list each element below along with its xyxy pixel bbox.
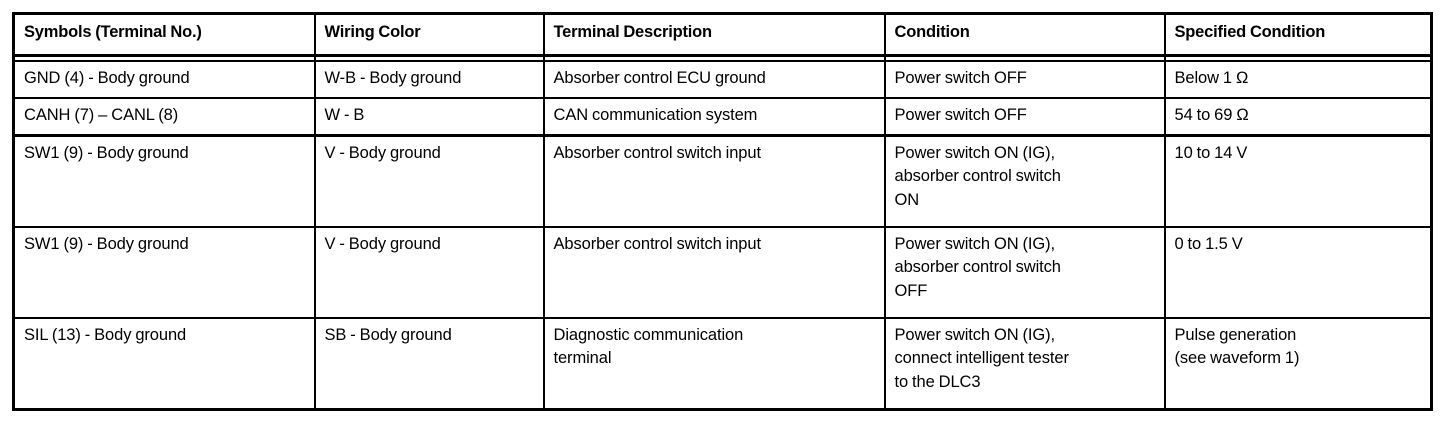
column-header-terminal-description: Terminal Description [542, 12, 886, 57]
cell-symbols: SW1 (9) - Body ground [12, 134, 316, 228]
cell-text: CANH (7) – CANL (8) [24, 106, 179, 124]
cell-text: V - Body ground [324, 144, 441, 162]
cell-specified: 10 to 14 V [1163, 134, 1433, 228]
column-header-symbols: Symbols (Terminal No.) [12, 12, 316, 57]
cell-wiring: SB - Body ground [313, 317, 545, 411]
cell-text: SW1 (9) - Body ground [24, 235, 189, 253]
cell-terminal: Absorber control ECU ground [542, 60, 886, 99]
column-header-wiring-color: Wiring Color [313, 12, 545, 57]
cell-specified: 54 to 69 Ω [1163, 97, 1433, 137]
cell-text: Below 1 Ω [1174, 69, 1249, 87]
cell-text: Power switch ON (IG), absorber control s… [894, 144, 1061, 209]
table-header-row: Symbols (Terminal No.) Wiring Color Term… [12, 12, 1433, 57]
cell-terminal: CAN communication system [542, 97, 886, 137]
cell-wiring: V - Body ground [313, 134, 545, 228]
table-header: Symbols (Terminal No.) Wiring Color Term… [12, 12, 1433, 57]
column-header-condition: Condition [883, 12, 1166, 57]
cell-condition: Power switch OFF [883, 60, 1166, 99]
cell-terminal: Absorber control switch input [542, 134, 886, 228]
cell-specified: 0 to 1.5 V [1163, 226, 1433, 319]
cell-text: SB - Body ground [324, 326, 452, 344]
cell-text: Power switch OFF [894, 69, 1027, 87]
cell-terminal: Diagnostic communication terminal [542, 317, 886, 411]
table-row: GND (4) - Body ground W-B - Body ground … [12, 60, 1433, 99]
cell-text: V - Body ground [324, 235, 441, 253]
cell-wiring: W-B - Body ground [313, 60, 545, 99]
cell-text: GND (4) - Body ground [24, 69, 190, 87]
cell-text: 54 to 69 Ω [1174, 106, 1249, 124]
column-header-specified-condition: Specified Condition [1163, 12, 1433, 57]
cell-condition: Power switch OFF [883, 97, 1166, 137]
cell-symbols: GND (4) - Body ground [12, 60, 316, 99]
cell-text: 0 to 1.5 V [1174, 235, 1243, 253]
cell-text: Absorber control switch input [553, 144, 762, 162]
cell-symbols: SW1 (9) - Body ground [12, 226, 316, 319]
cell-text: W-B - Body ground [324, 69, 462, 87]
cell-text: 10 to 14 V [1174, 144, 1248, 162]
cell-condition: Power switch ON (IG), absorber control s… [883, 226, 1166, 319]
table-row: SIL (13) - Body ground SB - Body ground … [12, 317, 1433, 411]
cell-wiring: V - Body ground [313, 226, 545, 319]
table-row: SW1 (9) - Body ground V - Body ground Ab… [12, 134, 1433, 228]
cell-condition: Power switch ON (IG), absorber control s… [883, 134, 1166, 228]
cell-specified: Pulse generation (see waveform 1) [1163, 317, 1433, 411]
cell-text: Pulse generation (see waveform 1) [1174, 326, 1300, 368]
table-row: SW1 (9) - Body ground V - Body ground Ab… [12, 226, 1433, 319]
cell-text: SW1 (9) - Body ground [24, 144, 189, 162]
cell-wiring: W - B [313, 97, 545, 137]
cell-text: CAN communication system [553, 106, 758, 124]
cell-symbols: SIL (13) - Body ground [12, 317, 316, 411]
cell-text: Absorber control ECU ground [553, 69, 766, 87]
cell-text: Absorber control switch input [553, 235, 762, 253]
cell-symbols: CANH (7) – CANL (8) [12, 97, 316, 137]
cell-text: Power switch ON (IG), connect intelligen… [894, 326, 1069, 391]
terminal-specification-table: Symbols (Terminal No.) Wiring Color Term… [12, 12, 1433, 411]
cell-specified: Below 1 Ω [1163, 60, 1433, 99]
cell-text: W - B [324, 106, 365, 124]
cell-terminal: Absorber control switch input [542, 226, 886, 319]
cell-condition: Power switch ON (IG), connect intelligen… [883, 317, 1166, 411]
cell-text: Diagnostic communication terminal [553, 326, 744, 368]
cell-text: Power switch OFF [894, 106, 1027, 124]
cell-text: SIL (13) - Body ground [24, 326, 187, 344]
cell-text: Power switch ON (IG), absorber control s… [894, 235, 1061, 300]
table-body: GND (4) - Body ground W-B - Body ground … [12, 55, 1433, 411]
table-row: CANH (7) – CANL (8) W - B CAN communicat… [12, 97, 1433, 137]
